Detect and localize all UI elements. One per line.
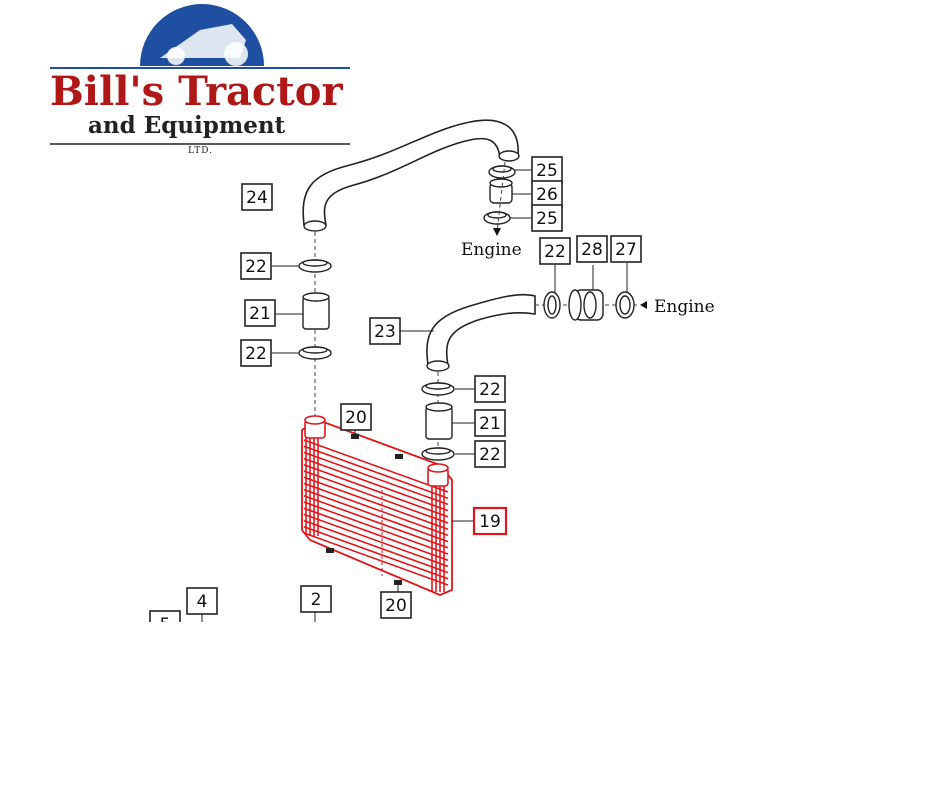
callout-number: 21: [479, 414, 501, 434]
callout-20: 20: [340, 403, 372, 431]
callout-26: 26: [531, 180, 563, 208]
callout-number: 21: [249, 304, 271, 324]
cooler-fin: [303, 507, 449, 561]
cooler-fin: [303, 482, 449, 537]
cooler-fin: [303, 495, 449, 549]
logo-subtitle: and Equipment: [88, 112, 286, 139]
logo-title: Bill's Tractor: [50, 68, 343, 115]
callout-number: 19: [479, 512, 501, 532]
right-clamp-stack: [421, 372, 475, 470]
engine-arrow-right-icon: [640, 301, 647, 309]
callout-box: [369, 317, 401, 345]
callout-box: [539, 237, 571, 265]
callout-box: [474, 409, 506, 437]
callout-21: 21: [474, 409, 506, 437]
cooler-fin: [303, 470, 449, 524]
left-clamp-stack: [272, 232, 332, 430]
callout-box: [241, 183, 273, 211]
cooler-fins: [303, 432, 449, 592]
upper-connector-parts: Engine: [461, 161, 532, 260]
callout-box: [474, 440, 506, 468]
cooler-fin: [303, 526, 449, 580]
callout-number: 4: [197, 592, 208, 612]
callout-2: 2: [300, 585, 332, 613]
callout-box: [240, 252, 272, 280]
callout-box: [340, 403, 372, 431]
callout-25: 25: [531, 156, 563, 184]
hose-23: [400, 293, 536, 372]
cooler-fin: [303, 464, 449, 518]
callout-4: 4: [186, 587, 218, 615]
cooler-fin: [303, 451, 449, 506]
cooler-fin: [303, 501, 449, 555]
callout-number: 22: [479, 380, 501, 400]
callout-number: 22: [245, 344, 267, 364]
cooler-fin: [303, 488, 449, 543]
cooler-fin: [303, 476, 449, 530]
callout-box: [472, 506, 508, 536]
callout-number: 22: [544, 242, 566, 262]
callout-22: 22: [539, 237, 571, 265]
callout-22: 22: [240, 252, 272, 280]
callout-box: [240, 339, 272, 367]
callout-box: [610, 235, 642, 263]
cooler-fin: [303, 439, 449, 493]
callout-box: [474, 375, 506, 403]
callout-number: 20: [345, 408, 367, 428]
callout-28: 28: [576, 235, 608, 263]
callout-number: 25: [536, 209, 558, 229]
callout-27: 27: [610, 235, 642, 263]
callout-number: 22: [245, 257, 267, 277]
callout-number: 2: [311, 590, 322, 610]
callout-22: 22: [474, 440, 506, 468]
callout-19: 19: [472, 506, 508, 536]
callout-box: [531, 156, 563, 184]
lower-blank-area: [0, 622, 940, 788]
callout-box: [576, 235, 608, 263]
callout-21: 21: [244, 299, 276, 327]
callout-box: [380, 591, 412, 619]
logo-suffix: LTD.: [188, 146, 213, 156]
cooler-fin: [303, 513, 449, 568]
callout-box: [300, 585, 332, 613]
callout-number: 23: [374, 322, 396, 342]
callout-24: 24: [241, 183, 273, 211]
callout-box: [244, 299, 276, 327]
callout-number: 27: [615, 240, 637, 260]
right-connector-parts: Engine: [535, 263, 715, 321]
callout-22: 22: [474, 375, 506, 403]
bills-tractor-logo: Bill's Tractor and Equipment LTD.: [50, 4, 350, 156]
cooler-fin: [303, 519, 449, 574]
engine-arrow-icon: [493, 228, 501, 236]
intercooler-19: [301, 415, 474, 596]
callout-number: 25: [536, 161, 558, 181]
callout-group: 2425262522222827212322222120221942205: [149, 156, 642, 638]
callout-number: 22: [479, 445, 501, 465]
engine-label-right: Engine: [654, 297, 715, 317]
engine-label-top: Engine: [461, 240, 522, 260]
callout-number: 26: [536, 185, 558, 205]
callout-23: 23: [369, 317, 401, 345]
callout-22: 22: [240, 339, 272, 367]
hose-24: [302, 119, 520, 232]
cooler-fin: [303, 532, 449, 586]
callout-number: 24: [246, 188, 268, 208]
cooler-fin: [303, 457, 449, 512]
cooler-fin: [303, 445, 449, 499]
callout-box: [186, 587, 218, 615]
callout-number: 20: [385, 596, 407, 616]
callout-number: 28: [581, 240, 603, 260]
callout-25: 25: [531, 204, 563, 232]
callout-box: [531, 204, 563, 232]
callout-20: 20: [380, 591, 412, 619]
